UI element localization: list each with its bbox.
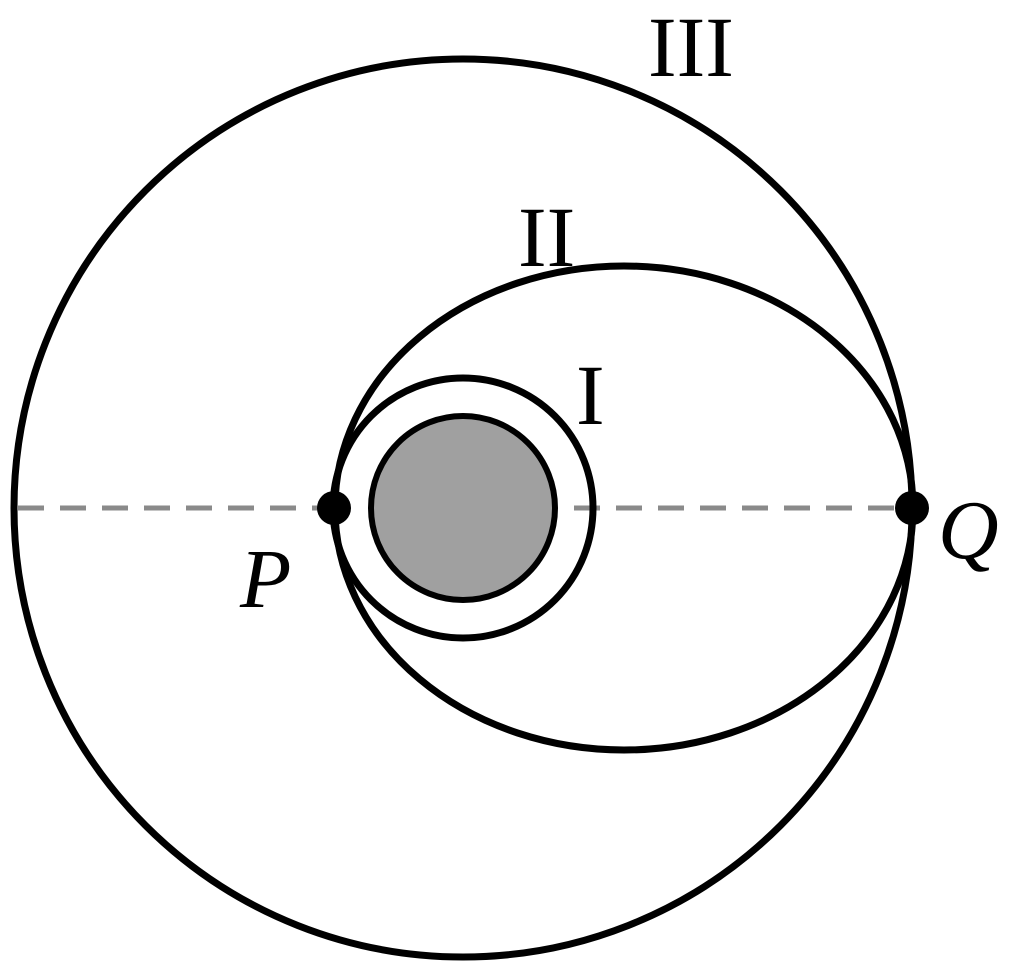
orbit-ii-label: II xyxy=(518,189,575,285)
orbit-i-label: I xyxy=(576,347,605,443)
point-q-label: Q xyxy=(938,484,999,577)
point-p-label: P xyxy=(239,533,291,626)
point-q-marker xyxy=(895,491,929,525)
orbit-iii-label: III xyxy=(648,0,734,95)
point-p-marker xyxy=(317,491,351,525)
central-planet xyxy=(368,413,558,603)
